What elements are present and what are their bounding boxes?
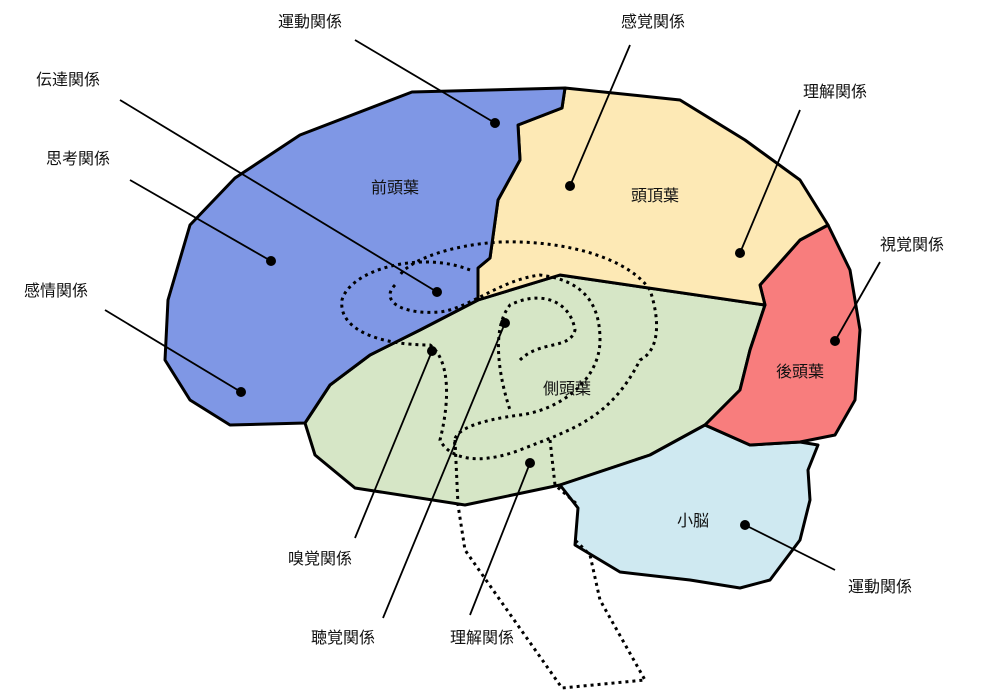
callout-comprehension-bottom: 理解関係 xyxy=(450,628,514,647)
frontal-lobe-label: 前頭葉 xyxy=(371,178,419,197)
callout-smell: 嗅覚関係 xyxy=(288,549,352,568)
callout-sensory: 感覚関係 xyxy=(621,12,685,31)
temporal-lobe-label: 側頭葉 xyxy=(543,379,591,398)
callout-comprehension-top: 理解関係 xyxy=(803,82,867,101)
parietal-lobe-label: 頭頂葉 xyxy=(631,186,679,205)
callout-hearing: 聴覚関係 xyxy=(311,628,375,647)
leader-lines xyxy=(104,39,881,619)
callout-thinking: 思考関係 xyxy=(46,149,110,168)
occipital-lobe-label: 後頭葉 xyxy=(776,362,824,381)
callout-vision: 視覚関係 xyxy=(880,235,944,254)
callout-emotion: 感情関係 xyxy=(24,281,88,300)
callout-communication: 伝達関係 xyxy=(36,70,100,89)
frontal-lobe xyxy=(163,86,567,427)
callout-dots xyxy=(236,118,840,530)
callout-motor-cerebellum: 運動関係 xyxy=(848,577,912,596)
insula-outline xyxy=(340,240,659,690)
callout-motor-top: 運動関係 xyxy=(278,12,342,31)
cerebellum-label: 小脳 xyxy=(677,511,709,530)
